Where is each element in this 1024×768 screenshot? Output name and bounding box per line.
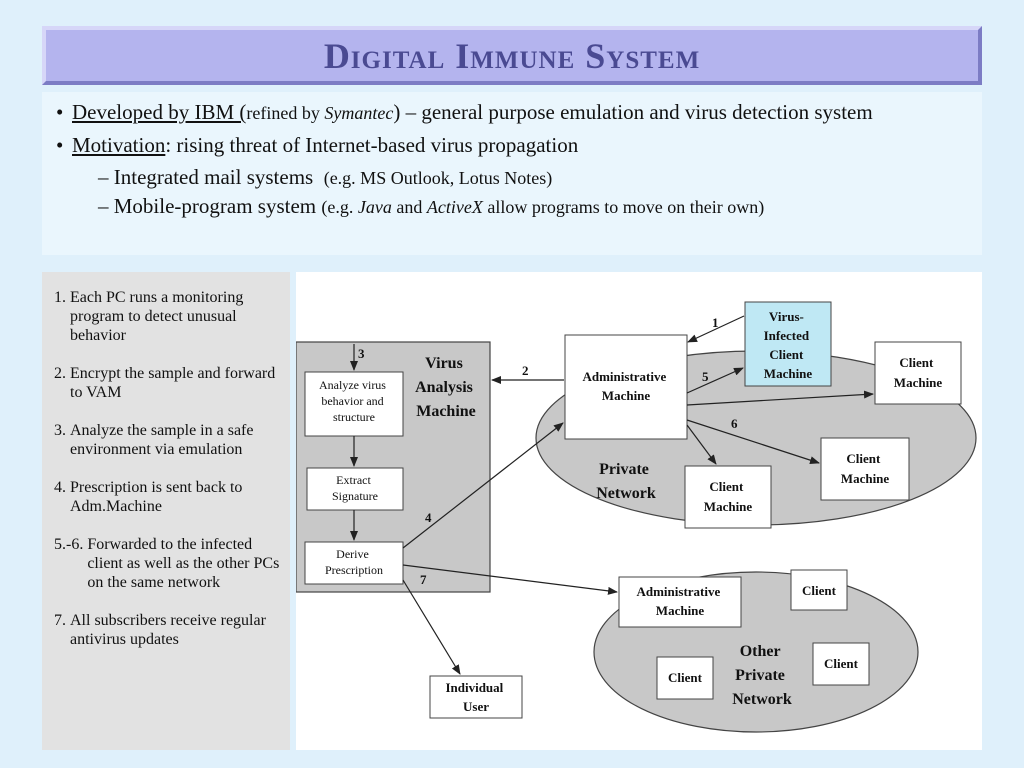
slide-title: Digital Immune System — [323, 35, 701, 76]
other-client-a-box — [790, 569, 848, 611]
subbullet-mobile-main: – Mobile-program system — [98, 194, 317, 218]
step-text: Analyze the sample in a safe environment… — [70, 422, 254, 458]
infected-client-box — [744, 301, 832, 387]
step-number: 1. — [54, 289, 66, 306]
step-number: 7. — [54, 612, 66, 629]
individual-user-label: Individual User — [445, 680, 506, 714]
other-client-c-label: Client — [668, 670, 703, 685]
step-item: 1.Each PC runs a monitoring program to d… — [54, 288, 282, 345]
subbullet-mobile-java: Java — [357, 197, 392, 217]
step-item: 2.Encrypt the sample and forward to VAM — [54, 364, 282, 402]
diagram-panel: Virus Analysis Machine Analyze virus beh… — [296, 272, 982, 750]
bullet-ibm-mid: refined by — [246, 103, 325, 123]
arrow-5 — [686, 367, 744, 394]
arrow-label-6: 6 — [731, 416, 738, 431]
other-client-b-box — [812, 642, 870, 686]
step-item: 7.All subscribers receive regular antivi… — [54, 611, 282, 649]
arrow-label-2: 2 — [522, 363, 529, 378]
other-administrative-machine-label: Administrative Machine — [636, 584, 723, 618]
analyze-box — [304, 371, 404, 437]
arrow-label-7: 7 — [420, 572, 427, 587]
client-machine-top-right-box — [874, 341, 962, 405]
arrow-label-3: 3 — [358, 346, 365, 361]
arrow-6 — [686, 419, 820, 465]
subbullet-mail: – Integrated mail systems (e.g. MS Outlo… — [52, 165, 972, 190]
other-administrative-machine-box — [618, 576, 742, 628]
bullet-ibm: • Developed by IBM (refined by Symantec)… — [52, 100, 972, 125]
step-text: Encrypt the sample and forward to VAM — [70, 365, 276, 401]
subbullet-mobile-small-b: and — [391, 197, 427, 217]
derive-box — [304, 541, 404, 585]
arrow-label-1: 1 — [712, 315, 719, 330]
arrow-4 — [402, 422, 564, 549]
analyze-label: Analyze virus behavior and structure — [319, 378, 389, 424]
step-item: 5.-6.Forwarded to the infected client as… — [54, 535, 282, 592]
step-item: 4.Prescription is sent back to Adm.Machi… — [54, 478, 282, 516]
other-network-label: Other Private Network — [732, 643, 792, 708]
private-network-label: Private Network — [596, 461, 656, 502]
client-machine-bottom-label: Client Machine — [704, 479, 753, 514]
step-text: Forwarded to the infected client as well… — [87, 536, 280, 591]
arrow-to-client-top-right — [686, 390, 874, 406]
other-client-b-label: Client — [824, 656, 859, 671]
bullet-dot: • — [56, 100, 64, 124]
arrow-7 — [402, 564, 618, 595]
steps-panel: 1.Each PC runs a monitoring program to d… — [42, 272, 290, 750]
bullet-motivation-underlined: Motivation — [72, 133, 166, 157]
arrow-to-client-bottom — [686, 424, 717, 465]
administrative-machine-label: Administrative Machine — [582, 369, 669, 403]
administrative-machine-box — [564, 334, 688, 440]
client-machine-mid-right-box — [820, 437, 910, 501]
extract-box — [306, 467, 404, 511]
step-number: 4. — [54, 479, 66, 496]
title-bar: Digital Immune System — [42, 26, 982, 85]
bullet-motivation: • Motivation: rising threat of Internet-… — [52, 133, 972, 157]
individual-user-box — [429, 675, 523, 719]
bullet-ibm-underlined: Developed by IBM ( — [72, 100, 247, 124]
step-number: 2. — [54, 365, 66, 382]
immune-system-diagram: Virus Analysis Machine Analyze virus beh… — [296, 301, 977, 733]
client-machine-bottom-box — [684, 465, 772, 529]
subbullet-mobile: – Mobile-program system (e.g. Java and A… — [52, 194, 972, 219]
subbullet-mobile-activex: ActiveX — [426, 197, 483, 217]
subbullet-mobile-small-a: (e.g. — [321, 197, 358, 217]
derive-label: Derive Prescription — [325, 547, 383, 577]
step-number: 5.-6. — [54, 536, 84, 553]
other-client-a-label: Client — [802, 583, 837, 598]
step-text: Prescription is sent back to Adm.Machine — [70, 479, 243, 515]
bullet-ibm-symantec: Symantec — [324, 103, 394, 123]
bullet-motivation-end: : rising threat of Internet-based virus … — [165, 133, 579, 157]
bullet-ibm-end: ) – general purpose emulation and virus … — [393, 100, 873, 124]
arrow-label-5: 5 — [702, 369, 709, 384]
arrow-label-4: 4 — [425, 510, 432, 525]
subbullet-mail-small: (e.g. MS Outlook, Lotus Notes) — [323, 168, 553, 188]
step-text: All subscribers receive regular antiviru… — [70, 612, 266, 648]
subbullet-mobile-small-c: allow programs to move on their own) — [482, 197, 765, 217]
extract-label: Extract Signature — [332, 473, 378, 503]
client-machine-top-right-label: Client Machine — [894, 355, 943, 390]
bullet-list: • Developed by IBM (refined by Symantec)… — [42, 92, 982, 255]
step-number: 3. — [54, 422, 66, 439]
subbullet-mail-main: – Integrated mail systems — [98, 165, 314, 189]
step-text: Each PC runs a monitoring program to det… — [70, 289, 244, 344]
arrow-1 — [687, 315, 745, 343]
bullet-dot: • — [56, 133, 64, 157]
arrow-to-individual-user — [402, 579, 461, 675]
step-item: 3.Analyze the sample in a safe environme… — [54, 421, 282, 459]
vam-label: Virus Analysis Machine — [415, 355, 477, 420]
other-client-c-box — [656, 656, 714, 700]
infected-client-label: Virus- Infected Client Machine — [764, 309, 813, 381]
client-machine-mid-right-label: Client Machine — [841, 451, 890, 486]
